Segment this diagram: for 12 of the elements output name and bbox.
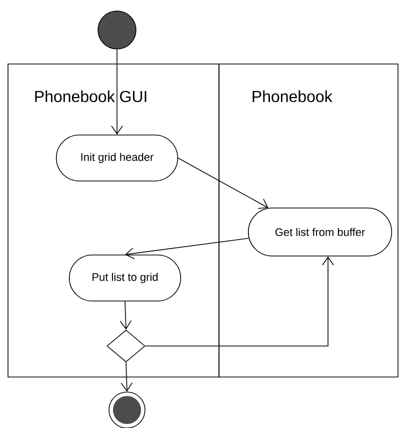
arrow [111,49,123,135]
arrow [125,238,250,260]
arrow [120,301,132,330]
start-circle [98,10,136,50]
activity-box: Put list to grid [68,254,182,302]
activity-box: Init grid header [56,134,178,182]
arrow [120,362,133,392]
activity-box: Get list from buffer [248,208,392,256]
end-circle [108,392,146,428]
arrow [178,158,268,209]
decision-diamond [106,330,146,362]
arrow [145,256,334,346]
